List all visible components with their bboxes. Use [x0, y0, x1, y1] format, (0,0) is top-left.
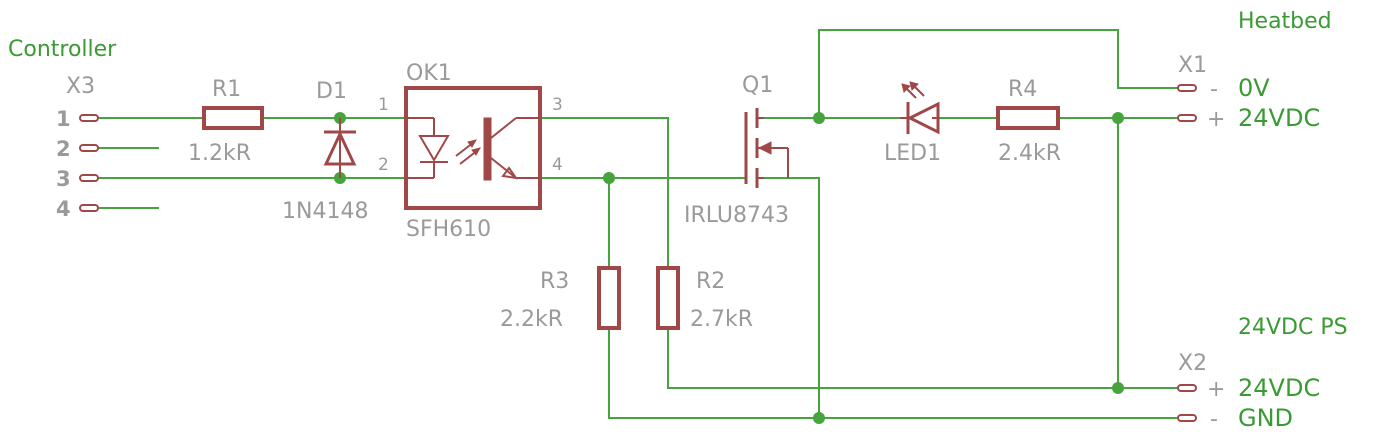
x3-name: X3	[66, 74, 95, 99]
x1-plus-label: 24VDC	[1238, 104, 1320, 132]
ok1-pin2-label: 2	[378, 155, 389, 175]
ok1-phototransistor-bar	[483, 117, 492, 181]
mosfet-q1: Q1 IRLU8743	[684, 73, 789, 228]
section-label-heatbed: Heatbed	[1238, 9, 1332, 34]
x3-pin4-pad	[79, 204, 99, 212]
ok1-name: OK1	[406, 61, 452, 86]
r1-value: 1.2kR	[188, 141, 251, 166]
x3-pin2-label: 2	[56, 137, 71, 161]
optocoupler-ok1: OK1 SFH610 1 2 3 4	[378, 61, 563, 242]
led-led1: LED1	[884, 81, 941, 166]
connector-x2: X2 + - 24VDC GND	[1177, 351, 1320, 432]
x3-pin4-label: 4	[56, 197, 71, 221]
x1-minus-pad	[1177, 84, 1197, 92]
x2-minus-sign: -	[1210, 407, 1218, 432]
junction-drain-node	[813, 112, 825, 124]
x2-minus-label: GND	[1238, 404, 1293, 432]
diode-d1: D1 1N4148	[282, 79, 368, 224]
q1-value: IRLU8743	[684, 203, 789, 228]
wire-source-gnd	[763, 177, 820, 419]
connector-x3: X3 1 2 3 4	[56, 74, 99, 221]
x3-pin2-pad	[79, 144, 99, 152]
d1-value: 1N4148	[282, 199, 368, 224]
led1-triangle	[906, 101, 940, 135]
x2-plus-sign: +	[1207, 377, 1225, 402]
x1-plus-pad	[1177, 114, 1197, 122]
x2-plus-label: 24VDC	[1238, 374, 1320, 402]
wire-drain-x1-minus	[818, 29, 1179, 119]
wire-r3-gnd	[608, 327, 1179, 419]
x2-plus-pad	[1177, 384, 1197, 392]
r1-body	[202, 106, 264, 130]
d1-name: D1	[316, 79, 347, 104]
x3-pin1-pad	[79, 114, 99, 122]
junction-gate-node	[603, 172, 615, 184]
wire-ok1-pin3-r2	[539, 117, 669, 269]
connector-x1: X1 - + 0V 24VDC	[1177, 53, 1320, 132]
ok1-collector-lead	[490, 117, 517, 139]
x2-name: X2	[1178, 351, 1207, 376]
junction-24v-bottom	[1112, 382, 1124, 394]
section-label-controller: Controller	[8, 37, 117, 62]
junction-gnd-node	[813, 412, 825, 424]
wire-r2-24v	[667, 327, 1179, 389]
x1-name: X1	[1178, 53, 1207, 78]
r3-value: 2.2kR	[500, 307, 563, 332]
r2-body	[656, 266, 680, 330]
q1-body-arrow	[757, 141, 772, 155]
x2-minus-pad	[1177, 414, 1197, 422]
r3-body	[597, 266, 621, 330]
r2-value: 2.7kR	[690, 307, 753, 332]
x3-pin1-label: 1	[56, 107, 71, 131]
resistor-r3: R3 2.2kR	[500, 266, 621, 332]
x1-plus-sign: +	[1207, 107, 1225, 132]
r2-name: R2	[696, 269, 725, 294]
ok1-pin1-label: 1	[378, 95, 389, 115]
junction-24v-top	[1112, 112, 1124, 124]
junctions	[334, 112, 1124, 424]
x3-pin3-label: 3	[56, 167, 71, 191]
led1-light-arrows	[901, 81, 925, 99]
ok1-body	[404, 86, 542, 210]
resistor-r4: R4 2.4kR	[996, 77, 1061, 166]
d1-triangle	[323, 130, 357, 166]
resistor-r2: R2 2.7kR	[656, 266, 753, 332]
resistor-r1: R1 1.2kR	[188, 77, 264, 166]
ok1-light-arrows	[455, 139, 482, 165]
ok1-pin4-label: 4	[552, 155, 563, 175]
ok1-led-triangle	[418, 135, 450, 162]
ok1-pin3-label: 3	[552, 95, 563, 115]
x1-minus-sign: -	[1210, 77, 1218, 102]
r1-name: R1	[212, 77, 241, 102]
ok1-emitter-lead	[490, 157, 517, 179]
q1-name: Q1	[742, 73, 773, 98]
x1-minus-label: 0V	[1238, 74, 1270, 102]
section-label-supply: 24VDC PS	[1238, 315, 1348, 340]
r4-name: R4	[1008, 77, 1037, 102]
ok1-value: SFH610	[406, 217, 491, 242]
led1-name: LED1	[884, 141, 941, 166]
x3-pin3-pad	[79, 174, 99, 182]
ok1-emitter-arrow	[501, 166, 519, 180]
r3-name: R3	[540, 269, 569, 294]
r4-value: 2.4kR	[998, 141, 1061, 166]
r4-body	[996, 106, 1060, 130]
